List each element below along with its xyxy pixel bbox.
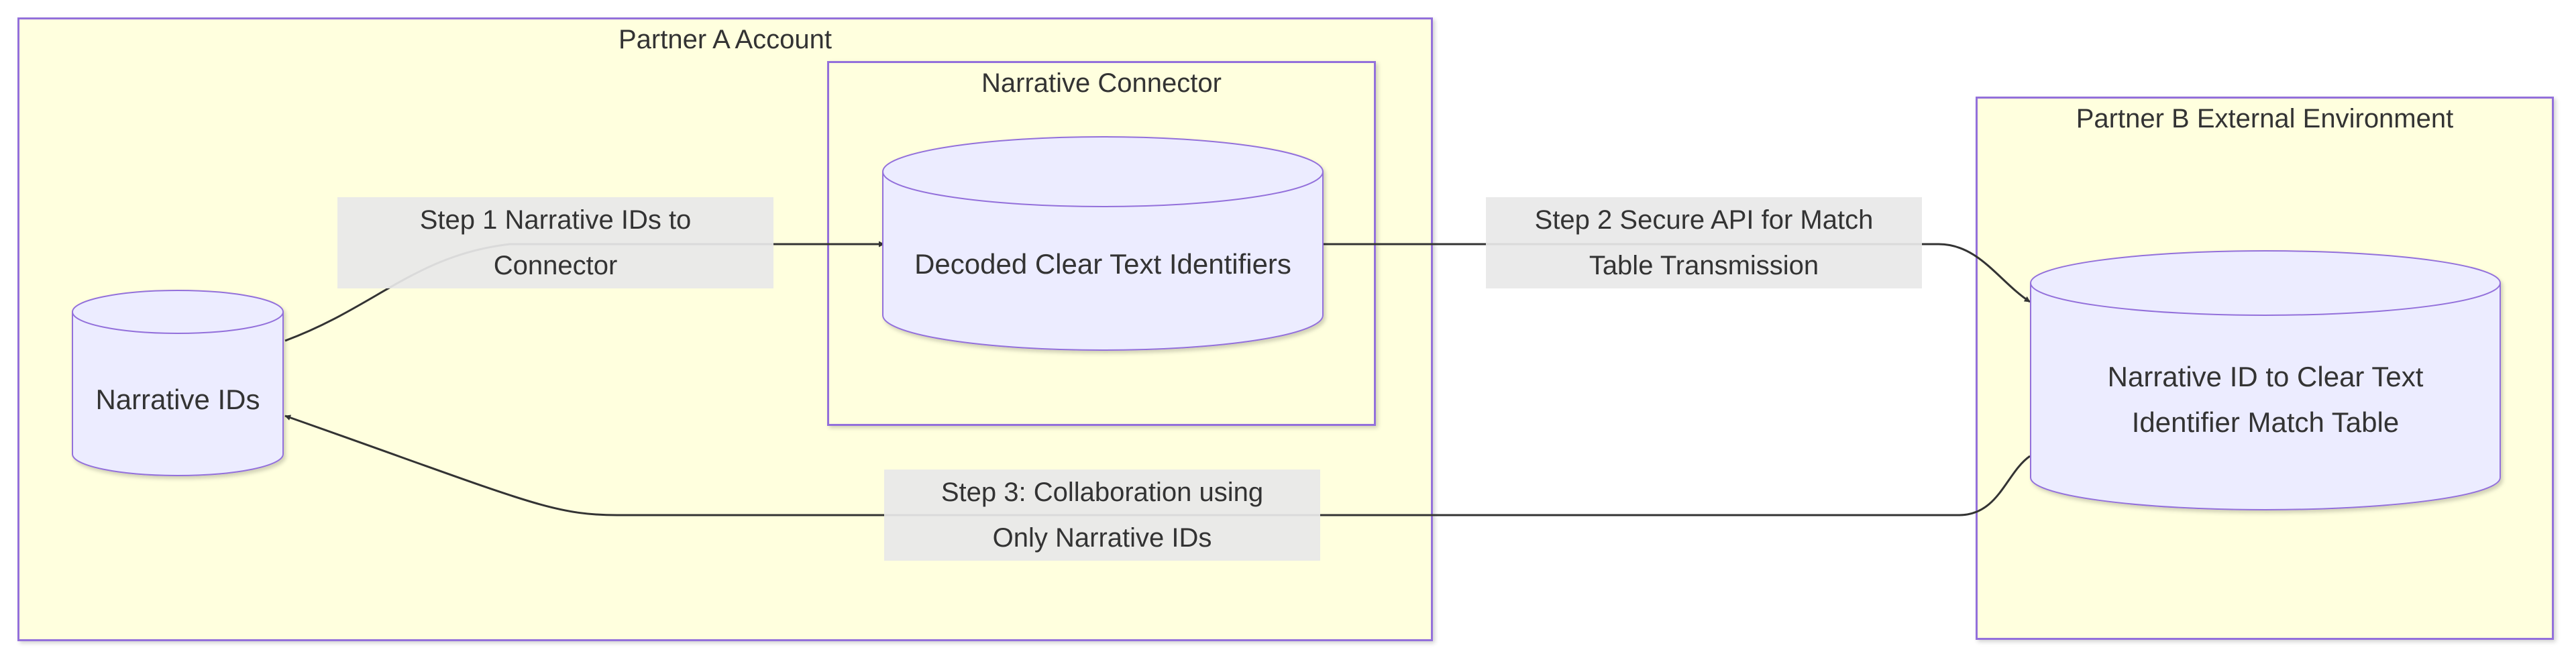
step2-label-line1: Step 2 Secure API for Match [1534,205,1874,235]
narrative-connector-title: Narrative Connector [981,68,1222,98]
step3-label-line2: Only Narrative IDs [992,523,1212,553]
step2-edge-label: Step 2 Secure API for Match Table Transm… [1486,197,1922,288]
narrative-ids-cylinder [72,290,284,476]
narrative-ids-label: Narrative IDs [95,384,260,415]
decoded-identifiers-label: Decoded Clear Text Identifiers [914,248,1291,280]
step1-label-line1: Step 1 Narrative IDs to [419,205,692,235]
match-table-label-line1: Narrative ID to Clear Text [2107,361,2424,392]
match-table-cylinder [2030,250,2501,510]
step1-edge-label: Step 1 Narrative IDs to Connector [337,197,773,288]
step3-label-line1: Step 3: Collaboration using [941,478,1264,507]
edge-step3 [284,415,2031,516]
partner-a-account-title: Partner A Account [619,25,832,54]
step3-edge-label: Step 3: Collaboration using Only Narrati… [884,470,1320,561]
match-table-label-line2: Identifier Match Table [2131,406,2400,438]
partner-b-environment-title: Partner B External Environment [2076,104,2454,133]
decoded-identifiers-cylinder [882,136,1324,351]
step1-label-line2: Connector [493,251,618,280]
step2-label-line2: Table Transmission [1589,251,1819,280]
edge-step2 [1323,243,2031,303]
match-table-label: Narrative ID to Clear Text Identifier Ma… [2031,354,2500,445]
